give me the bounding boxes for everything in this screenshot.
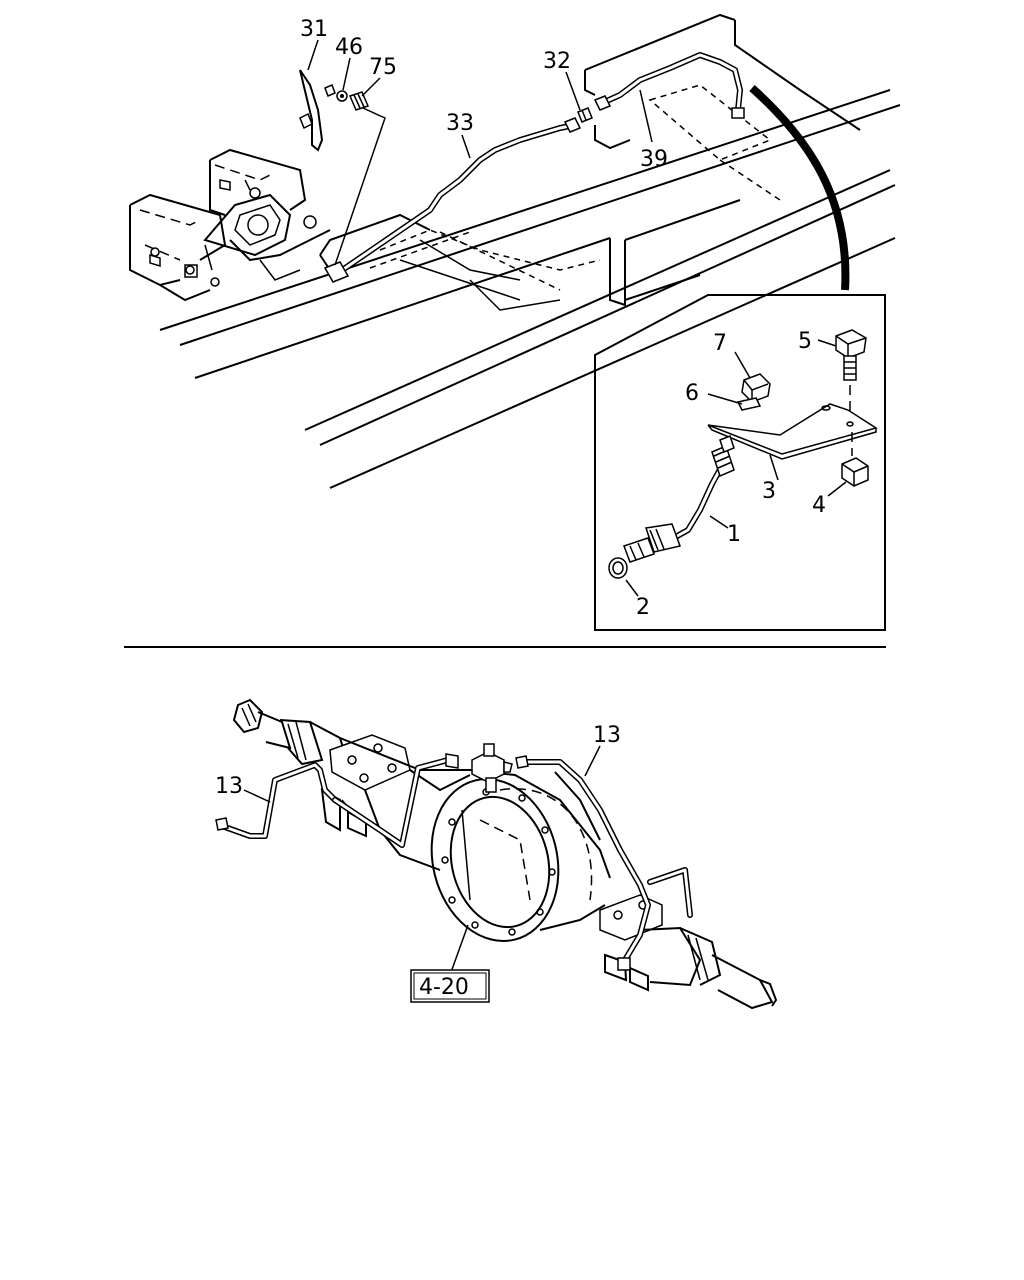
callout-1: 1 bbox=[727, 522, 741, 547]
gasket-2 bbox=[608, 557, 628, 579]
lock-washer-6 bbox=[736, 397, 762, 411]
detail-view bbox=[594, 294, 886, 631]
bracket-3 bbox=[707, 403, 878, 460]
axle-pipe-13-right bbox=[515, 755, 693, 971]
spring-bracket-left bbox=[129, 148, 331, 302]
callout-3: 3 bbox=[762, 479, 776, 504]
three-way-union bbox=[471, 743, 513, 793]
callout-4: 4 bbox=[812, 493, 826, 518]
clip-31 bbox=[299, 69, 336, 152]
callout-7: 7 bbox=[713, 331, 727, 356]
axle-spindle-right bbox=[639, 926, 778, 1010]
fitting-32 bbox=[577, 107, 593, 123]
washer-46 bbox=[336, 90, 348, 102]
brake-hose-1 bbox=[623, 435, 735, 563]
callout-2: 2 bbox=[636, 595, 650, 620]
axle-pipe-13-left bbox=[215, 753, 459, 848]
callout-39: 39 bbox=[640, 147, 668, 172]
callout-33: 33 bbox=[446, 111, 474, 136]
callout-32: 32 bbox=[543, 49, 571, 74]
spring-seat-right bbox=[599, 894, 663, 992]
reference-label: 4-20 bbox=[419, 975, 469, 1000]
reference-box-4-20[interactable]: 4-20 bbox=[410, 969, 490, 1003]
callout-46: 46 bbox=[335, 35, 363, 60]
callout-13-right: 13 bbox=[593, 723, 621, 748]
nut-4 bbox=[841, 457, 869, 487]
callout-6: 6 bbox=[685, 381, 699, 406]
rear-axle-assembly bbox=[215, 698, 778, 1010]
union-75 bbox=[348, 91, 370, 111]
brake-pipe-39 bbox=[593, 52, 745, 119]
callout-75: 75 bbox=[369, 55, 397, 80]
bolt-5 bbox=[835, 329, 867, 381]
callout-5: 5 bbox=[798, 329, 812, 354]
frame-assembly bbox=[129, 13, 901, 489]
brake-pipe-33 bbox=[323, 117, 582, 283]
differential-housing-bowl bbox=[430, 778, 560, 942]
callout-31: 31 bbox=[300, 17, 328, 42]
nut-7 bbox=[741, 373, 771, 403]
callout-13-left: 13 bbox=[215, 774, 243, 799]
